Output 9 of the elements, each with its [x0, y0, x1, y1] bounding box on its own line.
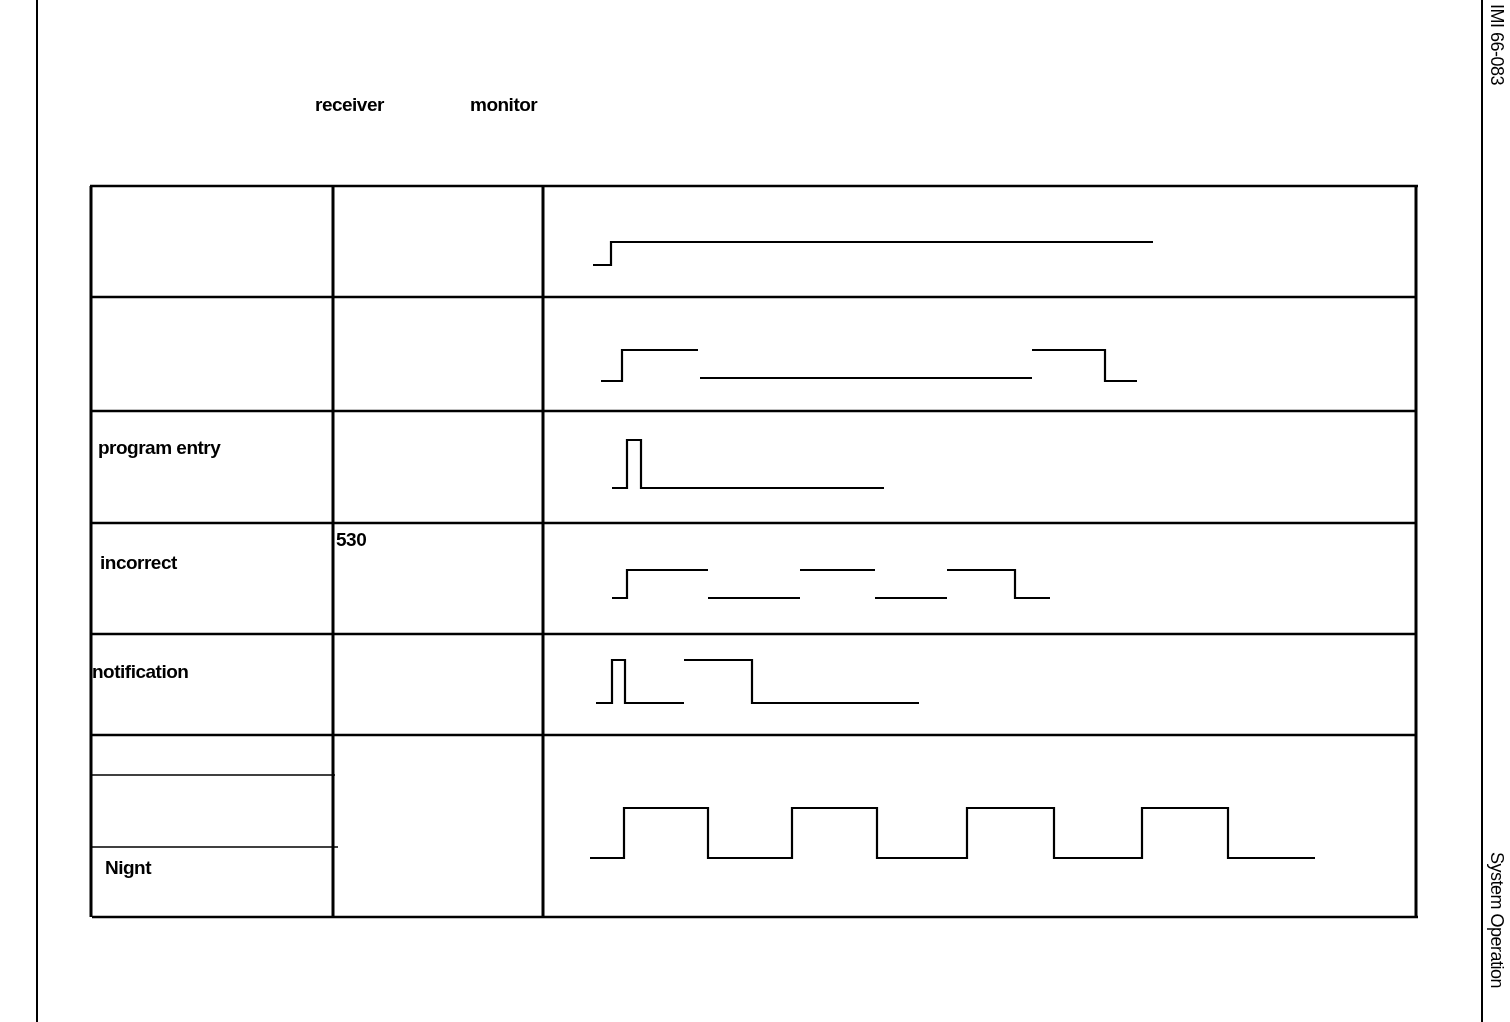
- heading-text: monitor: [470, 95, 538, 114]
- heading-text: receiver: [315, 95, 384, 114]
- cell-text: program entry: [98, 438, 221, 457]
- cell-text: incorrect: [100, 553, 177, 572]
- section-title: System Operation: [1488, 852, 1506, 989]
- cell-text: notification: [92, 662, 189, 681]
- document-number: IMI 66-083: [1488, 4, 1506, 86]
- cell-text: 530: [336, 530, 367, 549]
- cell-text: Nignt: [105, 858, 152, 877]
